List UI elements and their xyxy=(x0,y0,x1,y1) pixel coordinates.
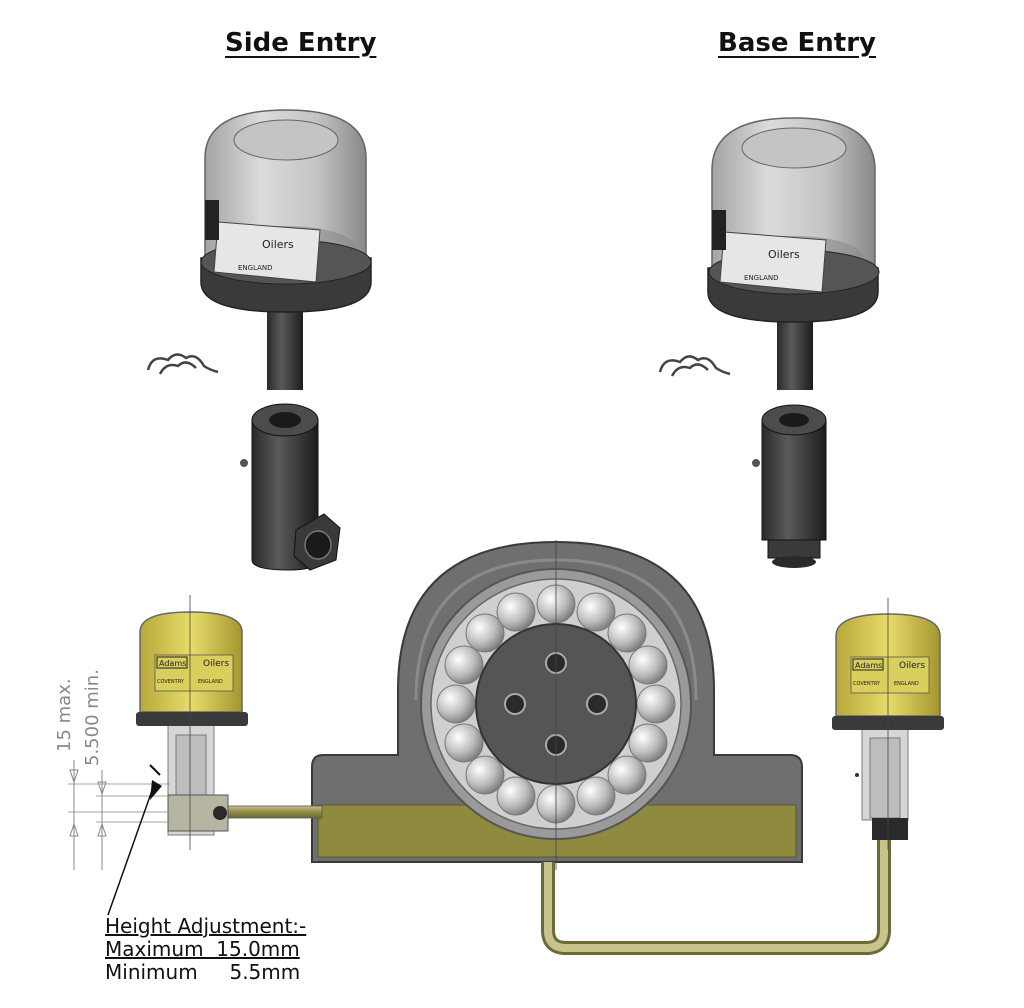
oiler-label-plate: Oilers ENGLAND xyxy=(205,200,321,283)
base-feed-pipe xyxy=(541,840,891,955)
leader-line xyxy=(107,781,156,916)
small-country-text: ENGLAND xyxy=(198,679,223,685)
oiler-brand-text: Oilers xyxy=(768,248,800,261)
small-brand-text: Adams xyxy=(159,659,186,668)
side-assembled-oiler: Adams Oilers COVENTRY ENGLAND xyxy=(136,595,248,850)
bearing-balls xyxy=(436,584,676,824)
small-country-text: ENGLAND xyxy=(894,681,919,687)
height-dimensions: 15 max. 5.500 min. xyxy=(54,669,170,916)
small-oilers-text: Oilers xyxy=(203,659,229,669)
oiler-label-plate: Oilers ENGLAND xyxy=(712,210,827,293)
height-adjustment-minimum: Minimum 5.5mm xyxy=(105,960,301,984)
small-city-text: COVENTRY xyxy=(853,681,881,687)
bearing-housing xyxy=(311,540,803,870)
height-adjustment-maximum: Maximum 15.0mm xyxy=(105,937,300,961)
small-oilers-text: Oilers xyxy=(899,661,925,671)
small-brand-text: Adams xyxy=(855,661,882,670)
side-entry-heading: Side Entry xyxy=(225,28,377,58)
base-entry-heading: Base Entry xyxy=(718,28,876,58)
max-dimension-label: 15 max. xyxy=(54,678,75,752)
small-city-text: COVENTRY xyxy=(157,679,185,685)
oiler-country-text: ENGLAND xyxy=(744,274,779,282)
side-entry-oiler: Oilers ENGLAND xyxy=(200,109,372,390)
height-adjustment-title: Height Adjustment:- xyxy=(105,914,307,938)
base-entry-adapter xyxy=(752,404,827,568)
side-entry-clip xyxy=(146,353,219,375)
base-entry-clip xyxy=(658,355,731,377)
base-entry-oiler: Oilers ENGLAND xyxy=(707,117,880,390)
oiler-country-text: ENGLAND xyxy=(238,264,273,272)
base-assembled-oiler: Adams Oilers COVENTRY ENGLAND xyxy=(832,598,944,850)
min-dimension-label: 5.500 min. xyxy=(82,669,103,766)
oiler-brand-text: Oilers xyxy=(262,238,294,251)
side-entry-adapter xyxy=(240,403,341,571)
side-feed-pipe xyxy=(225,805,323,819)
leader-arrow xyxy=(150,780,162,800)
